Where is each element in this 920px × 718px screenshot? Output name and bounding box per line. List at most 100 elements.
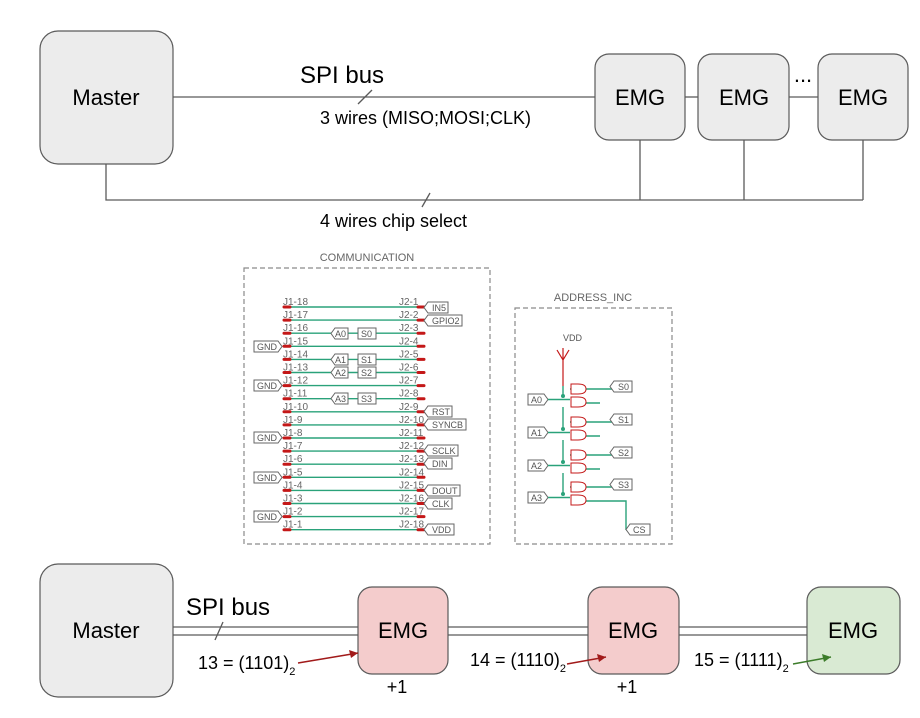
pin-label-right: J2-4	[399, 336, 419, 347]
pin-label-right: J2-11	[399, 428, 424, 439]
pin-label-right: J2-6	[399, 363, 419, 374]
top-cs-slash	[421, 192, 431, 208]
communication-pin-row: J1-9 J2-10	[282, 415, 426, 427]
address-inc-panel-title: ADDRESS_INC	[554, 292, 632, 304]
right-tag: RST	[423, 405, 453, 418]
svg-text:GPIO2: GPIO2	[432, 316, 460, 326]
top-bus-title: SPI bus	[300, 62, 384, 89]
gnd-tag: GND	[253, 510, 283, 523]
address-arrowhead-3	[822, 654, 831, 662]
bottom-master-box	[39, 563, 174, 698]
bottom-emg-label-2: EMG	[608, 618, 658, 643]
communication-pin-row: J1-5 J2-14	[282, 467, 426, 479]
pin-label-right: J2-8	[399, 389, 419, 400]
a-tag: A3	[330, 392, 349, 405]
address-arrow-1	[297, 652, 359, 664]
pin-label-left: J1-11	[283, 389, 308, 400]
address-stage: A0 S0	[527, 380, 633, 408]
bottom-emg-box-2	[587, 586, 680, 675]
pin-label-left: J1-9	[283, 415, 303, 426]
top-emg-label-2: EMG	[719, 85, 769, 110]
address-label-3: 15 = (1111)2	[694, 650, 789, 675]
a-tag: A2	[330, 366, 349, 379]
pin-label-right: J2-16	[399, 494, 424, 505]
svg-text:DOUT: DOUT	[432, 486, 458, 496]
svg-text:IN5: IN5	[432, 303, 446, 313]
s-tag: S1	[357, 353, 377, 366]
gnd-tag: GND	[253, 340, 283, 353]
pin-label-right: J2-15	[399, 480, 424, 491]
top-ellipsis: ...	[794, 62, 812, 87]
svg-text:RST: RST	[432, 407, 451, 417]
top-cs-bus-line	[105, 164, 863, 201]
cs-tag: CS	[625, 523, 651, 536]
svg-text:SCLK: SCLK	[432, 446, 456, 456]
s-tag: S2	[357, 366, 377, 379]
increment-label-2: +1	[617, 677, 638, 697]
svg-text:A0: A0	[335, 329, 346, 339]
communication-panel-title: COMMUNICATION	[320, 252, 415, 264]
communication-pin-row: J1-4 J2-15	[282, 480, 426, 492]
pin-label-left: J1-12	[283, 376, 308, 387]
address-inc-panel-frame	[514, 307, 673, 545]
svg-text:GND: GND	[257, 342, 278, 352]
right-tag: SYNCB	[423, 418, 467, 431]
pin-label-left: J1-5	[283, 467, 303, 478]
communication-pin-row: J1-11 J2-8	[282, 389, 426, 401]
svg-text:S0: S0	[618, 382, 629, 392]
pin-label-right: J2-14	[399, 467, 424, 478]
pin-label-left: J1-7	[283, 441, 303, 452]
svg-text:CLK: CLK	[432, 499, 450, 509]
top-bus-wires-label: 3 wires (MISO;MOSI;CLK)	[320, 108, 531, 128]
address-stage: A3 S3	[527, 473, 633, 530]
address-arrowhead-2	[597, 654, 606, 662]
pin-label-left: J1-16	[283, 323, 308, 334]
svg-text:S0: S0	[361, 329, 372, 339]
communication-panel-frame	[243, 267, 491, 545]
bottom-emg-label-3: EMG	[828, 618, 878, 643]
svg-text:GND: GND	[257, 473, 278, 483]
pin-label-left: J1-1	[283, 520, 303, 531]
vdd-arrow-icon	[556, 348, 570, 386]
svg-text:A0: A0	[531, 395, 542, 405]
top-bus-slash	[357, 89, 373, 105]
a-tag: A1	[330, 353, 349, 366]
bottom-emg-box-3	[806, 586, 901, 675]
svg-text:GND: GND	[257, 433, 278, 443]
pin-label-left: J1-14	[283, 349, 308, 360]
pin-label-right: J2-10	[399, 415, 424, 426]
svg-text:SYNCB: SYNCB	[432, 420, 463, 430]
top-master-label: Master	[72, 85, 139, 110]
svg-text:GND: GND	[257, 381, 278, 391]
increment-label-1: +1	[387, 677, 408, 697]
communication-pin-row: J1-16 J2-3	[282, 323, 426, 335]
svg-text:S1: S1	[618, 415, 629, 425]
bottom-emg-box-1	[357, 586, 449, 675]
pin-label-right: J2-5	[399, 349, 419, 360]
pin-label-left: J1-4	[283, 480, 303, 491]
pin-label-left: J1-2	[283, 507, 303, 518]
top-cs-label: 4 wires chip select	[320, 211, 467, 231]
right-tag: SCLK	[423, 444, 459, 457]
svg-text:A3: A3	[531, 493, 542, 503]
bottom-master-label: Master	[72, 618, 139, 643]
communication-pin-row: J1-12 J2-7	[282, 376, 426, 388]
bottom-bus-slash	[214, 621, 224, 641]
s-tag: S3	[357, 392, 377, 405]
pin-label-left: J1-10	[283, 402, 308, 413]
svg-text:S3: S3	[618, 480, 629, 490]
right-tag: CLK	[423, 497, 453, 510]
s-tag: S0	[357, 327, 377, 340]
svg-text:DIN: DIN	[432, 459, 448, 469]
address-label-2: 14 = (1110)2	[470, 650, 566, 675]
pin-label-right: J2-3	[399, 323, 419, 334]
address-arrowhead-1	[349, 650, 358, 658]
pin-label-right: J2-7	[399, 376, 419, 387]
top-emg-label-3: EMG	[838, 85, 888, 110]
gnd-tag: GND	[253, 379, 283, 392]
